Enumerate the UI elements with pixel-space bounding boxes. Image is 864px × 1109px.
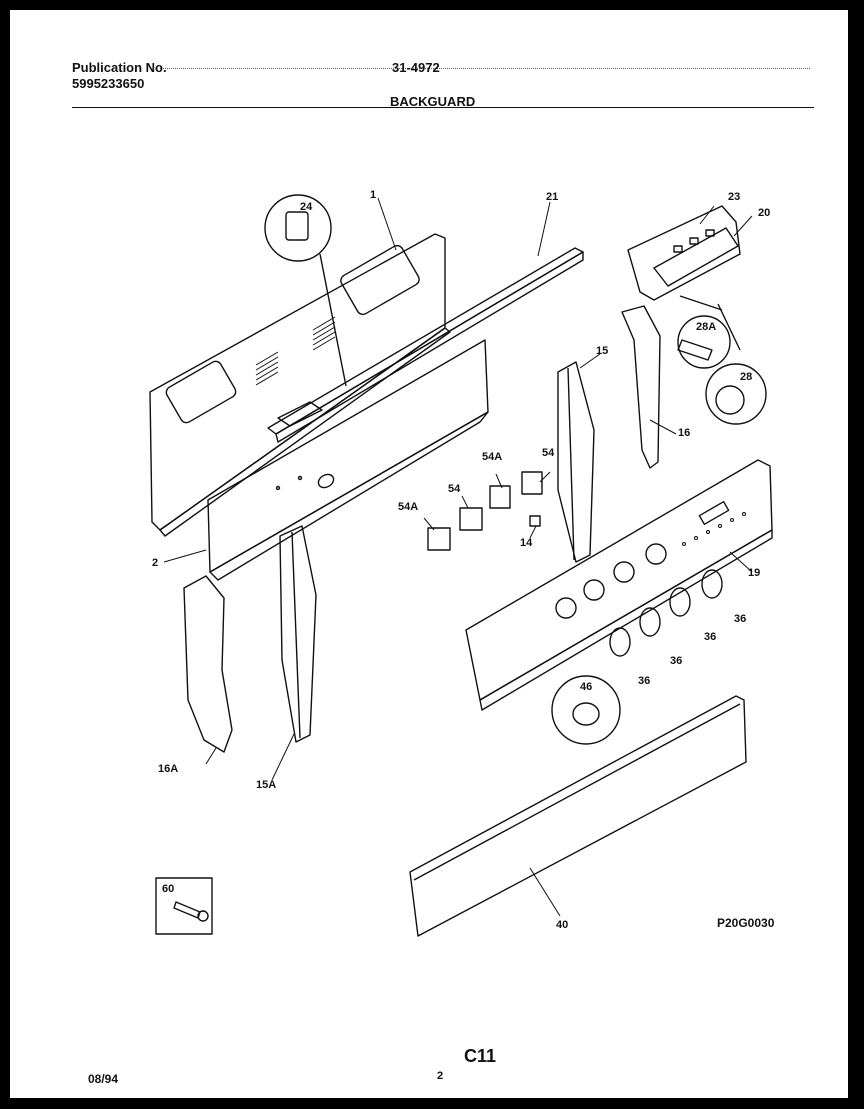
header-rule bbox=[72, 107, 814, 108]
diagram-sheet: Publication No. 5995233650 31-4972 BACKG… bbox=[10, 10, 848, 1098]
side-trim-part-16A bbox=[183, 575, 233, 753]
lower-panel-part-2 bbox=[207, 339, 489, 581]
callout-54-a: 54 bbox=[542, 447, 555, 459]
callout-labels: 1 2 14 15 15A 16 16A 19 20 21 23 24 28 2… bbox=[152, 189, 770, 931]
callout-15: 15 bbox=[596, 345, 608, 357]
publication-number: 5995233650 bbox=[72, 76, 145, 91]
detail-circle-part-46 bbox=[551, 675, 621, 745]
callout-16: 16 bbox=[678, 427, 690, 439]
date-code: 08/94 bbox=[88, 1072, 119, 1086]
page-number: 2 bbox=[437, 1070, 444, 1082]
clock-board-part-20-23 bbox=[627, 205, 741, 351]
callout-21: 21 bbox=[546, 191, 558, 203]
drawing-reference: P20G0030 bbox=[717, 916, 775, 930]
callout-28: 28 bbox=[740, 371, 752, 383]
callout-60: 60 bbox=[162, 883, 174, 895]
leader-lines bbox=[163, 197, 753, 917]
sheet-code: 31-4972 bbox=[392, 60, 440, 75]
detail-circle-part-28A bbox=[677, 315, 731, 369]
section-title: BACKGUARD bbox=[390, 94, 476, 109]
knobs-part-36 bbox=[609, 569, 723, 657]
callout-36-b: 36 bbox=[704, 631, 716, 643]
publication-label: Publication No. bbox=[72, 60, 167, 75]
trim-strip-part-21 bbox=[267, 247, 584, 443]
callout-24: 24 bbox=[300, 201, 313, 213]
callout-54-b: 54 bbox=[448, 483, 461, 495]
callout-1: 1 bbox=[370, 189, 376, 201]
callout-40: 40 bbox=[556, 919, 568, 931]
rear-panel-part-1 bbox=[149, 233, 451, 537]
callout-19: 19 bbox=[748, 567, 760, 579]
callout-23: 23 bbox=[728, 191, 740, 203]
callout-14: 14 bbox=[520, 537, 533, 549]
callout-54A-a: 54A bbox=[482, 451, 502, 463]
callout-16A: 16A bbox=[158, 763, 178, 775]
callout-15A: 15A bbox=[256, 779, 276, 791]
switches-part-54 bbox=[427, 471, 543, 551]
bracket-part-15A bbox=[279, 525, 317, 743]
callout-2: 2 bbox=[152, 557, 158, 569]
callout-36-a: 36 bbox=[734, 613, 746, 625]
exploded-view-drawing: 1 2 14 15 15A 16 16A 19 20 21 23 24 28 2… bbox=[149, 189, 773, 937]
callout-28A: 28A bbox=[696, 321, 716, 333]
bottom-trim-part-40 bbox=[409, 695, 747, 937]
detail-circle-part-24 bbox=[264, 194, 347, 387]
callout-36-c: 36 bbox=[670, 655, 682, 667]
callout-20: 20 bbox=[758, 207, 770, 219]
side-trim-part-16 bbox=[621, 305, 661, 469]
callout-46: 46 bbox=[580, 681, 592, 693]
control-panel-part-19 bbox=[465, 459, 773, 711]
callout-54A-b: 54A bbox=[398, 501, 418, 513]
callout-36-d: 36 bbox=[638, 675, 650, 687]
page-code: C11 bbox=[464, 1046, 497, 1066]
detail-circle-part-28 bbox=[705, 363, 767, 425]
header-dotted-rule bbox=[160, 68, 810, 69]
screw-box-part-60 bbox=[155, 877, 213, 935]
bracket-part-15 bbox=[557, 361, 595, 563]
